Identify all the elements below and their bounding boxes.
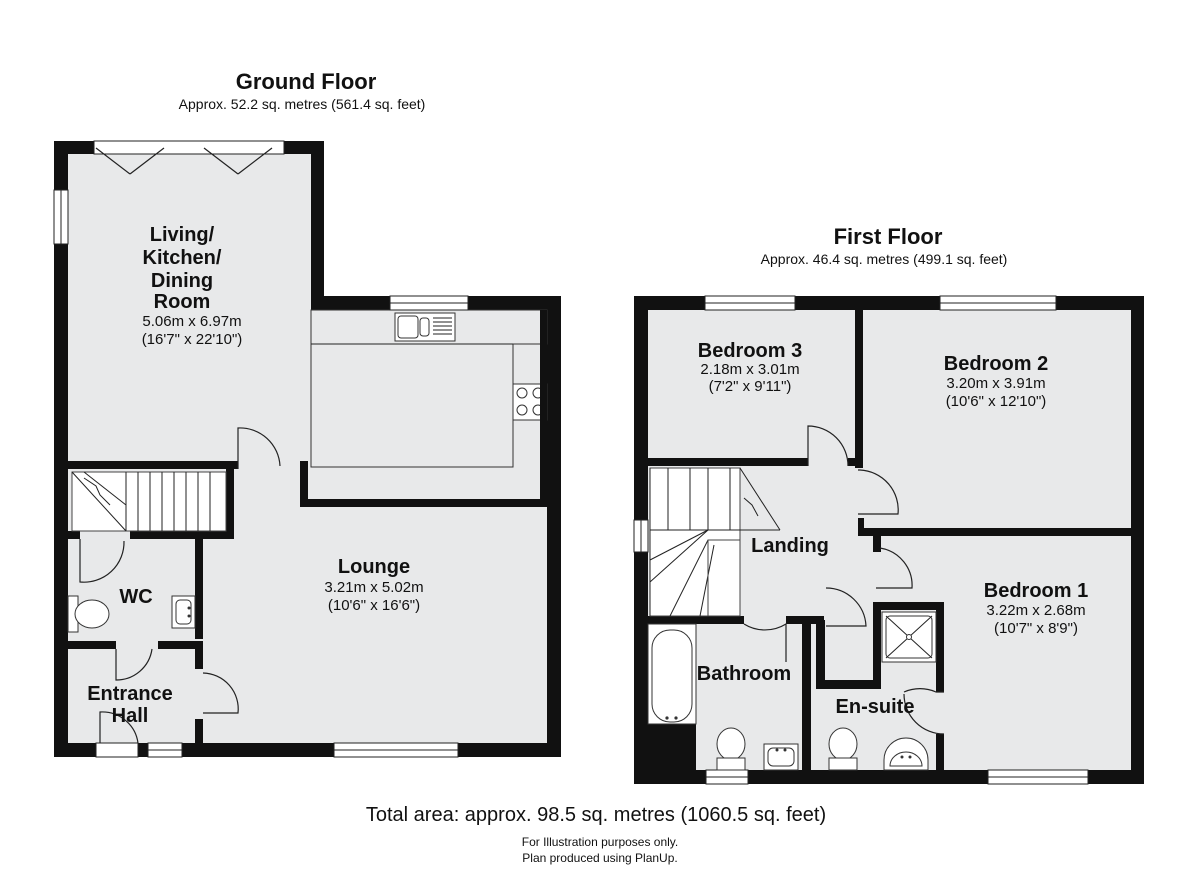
door-swing bbox=[903, 688, 944, 693]
wall bbox=[802, 616, 811, 770]
living-room-name-line3: Dining bbox=[151, 270, 213, 292]
wc-name: WC bbox=[119, 586, 152, 608]
first-floor-stairs bbox=[649, 467, 781, 617]
french-doors bbox=[93, 140, 285, 175]
bedroom2-dim-metric: 3.20m x 3.91m bbox=[946, 375, 1045, 392]
bedroom3-dim-metric: 2.18m x 3.01m bbox=[700, 361, 799, 378]
wall bbox=[858, 518, 864, 532]
bedroom2-name: Bedroom 2 bbox=[944, 353, 1048, 375]
basin-icon bbox=[171, 595, 196, 629]
wall bbox=[195, 539, 203, 639]
door-swing bbox=[202, 672, 239, 714]
wall bbox=[226, 469, 234, 533]
toilet-icon bbox=[828, 727, 858, 771]
wall bbox=[855, 310, 863, 468]
wall bbox=[648, 724, 696, 770]
wall bbox=[158, 641, 203, 649]
door-swing bbox=[807, 425, 849, 467]
bedroom2-dim-imperial: (10'6" x 12'10") bbox=[946, 393, 1047, 410]
wall bbox=[68, 641, 116, 649]
ground-floor-plan: Ground Floor Approx. 52.2 sq. metres (56… bbox=[53, 69, 561, 758]
bathtub-icon bbox=[647, 623, 697, 725]
bedroom1-dim-imperial: (10'7" x 8'9") bbox=[994, 620, 1078, 637]
first-floor-plan: First Floor Approx. 46.4 sq. metres (499… bbox=[633, 224, 1144, 785]
ensuite-name: En-suite bbox=[836, 696, 915, 718]
wall bbox=[816, 680, 880, 689]
wall bbox=[873, 536, 881, 552]
wall bbox=[68, 531, 80, 539]
wall bbox=[858, 528, 1131, 536]
wall bbox=[873, 602, 943, 610]
wall bbox=[540, 310, 547, 507]
living-room-dim-imperial: (16'7" x 22'10") bbox=[142, 331, 243, 348]
wall bbox=[848, 458, 863, 466]
door-swing bbox=[115, 648, 153, 681]
kitchen-sink-icon bbox=[394, 312, 456, 342]
front-door bbox=[95, 742, 139, 758]
wall bbox=[195, 641, 203, 669]
bedroom3-name: Bedroom 3 bbox=[698, 340, 802, 362]
basin-icon bbox=[763, 743, 799, 771]
living-room-name-line4: Room bbox=[154, 291, 211, 313]
total-area: Total area: approx. 98.5 sq. metres (106… bbox=[366, 804, 826, 826]
bathroom-name: Bathroom bbox=[697, 663, 791, 685]
wall bbox=[68, 461, 238, 469]
plan-credit: Plan produced using PlanUp. bbox=[522, 851, 677, 865]
door-swing bbox=[903, 693, 945, 735]
lounge-name: Lounge bbox=[338, 556, 410, 578]
bedroom3-dim-imperial: (7'2" x 9'11") bbox=[709, 378, 792, 395]
wall bbox=[648, 458, 808, 466]
wall bbox=[195, 719, 203, 743]
wall bbox=[130, 531, 234, 539]
door-swing bbox=[876, 547, 913, 589]
ground-floor-area: Approx. 52.2 sq. metres (561.4 sq. feet) bbox=[179, 96, 426, 112]
wall bbox=[936, 602, 944, 692]
entrance-hall-name-line2: Hall bbox=[112, 705, 149, 727]
ground-floor-title: Ground Floor bbox=[236, 69, 377, 94]
toilet-icon bbox=[716, 727, 746, 771]
shower-icon bbox=[881, 611, 937, 663]
living-room-name-line1: Living/ bbox=[150, 224, 215, 246]
lounge-dim-imperial: (10'6" x 16'6") bbox=[328, 597, 420, 614]
wall bbox=[816, 620, 825, 680]
landing-name: Landing bbox=[751, 535, 829, 557]
door-swing bbox=[825, 587, 867, 627]
door-swing bbox=[79, 539, 125, 583]
first-floor-title: First Floor bbox=[834, 224, 943, 249]
illustration-note: For Illustration purposes only. bbox=[522, 835, 679, 849]
toilet-icon bbox=[67, 595, 110, 633]
ground-floor-stairs bbox=[71, 471, 227, 532]
wall bbox=[300, 461, 308, 507]
living-room-name-line2: Kitchen/ bbox=[143, 247, 222, 269]
door-swing bbox=[237, 427, 281, 469]
first-floor-area: Approx. 46.4 sq. metres (499.1 sq. feet) bbox=[761, 251, 1008, 267]
basin-icon bbox=[883, 737, 929, 771]
wall bbox=[648, 616, 744, 624]
lounge-dim-metric: 3.21m x 5.02m bbox=[324, 579, 423, 596]
wall bbox=[300, 499, 547, 507]
entrance-hall-name-line1: Entrance bbox=[87, 683, 173, 705]
door-swing bbox=[858, 469, 899, 515]
wall bbox=[936, 734, 944, 770]
door-swing bbox=[743, 622, 787, 662]
bedroom1-name: Bedroom 1 bbox=[984, 580, 1088, 602]
wall bbox=[873, 602, 881, 689]
bedroom1-dim-metric: 3.22m x 2.68m bbox=[986, 602, 1085, 619]
living-room-dim-metric: 5.06m x 6.97m bbox=[142, 313, 241, 330]
